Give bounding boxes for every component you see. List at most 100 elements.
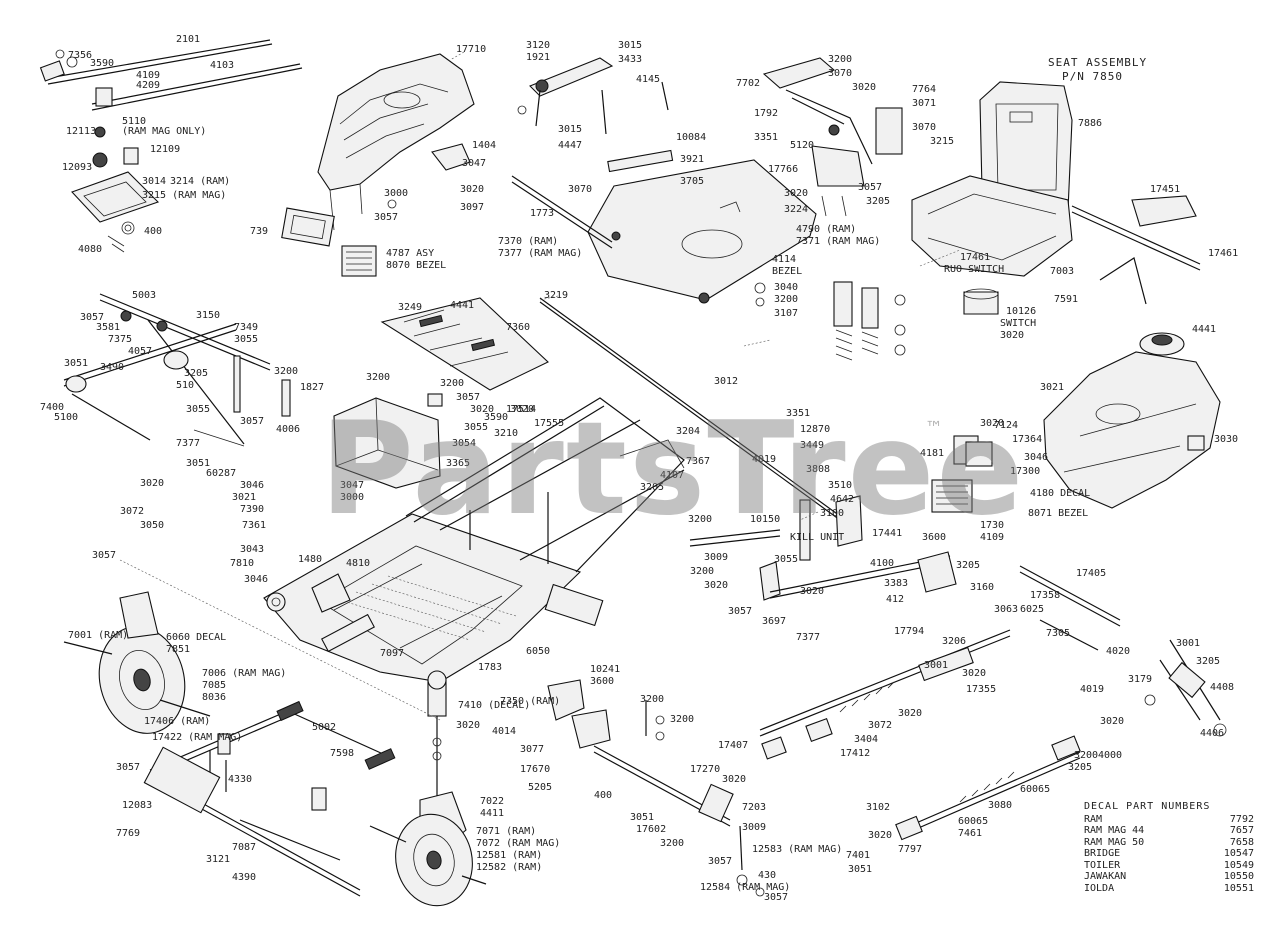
callout-label: 7764 [912, 84, 936, 95]
callout-label: 5002 [312, 722, 336, 733]
callout-label: 17710 [456, 44, 486, 55]
callout-label: 412 [886, 594, 904, 605]
callout-label: 3020 [784, 188, 808, 199]
callout-label: 3433 [618, 54, 642, 65]
callout-label: 17441 [872, 528, 902, 539]
callout-label: 60065 [958, 816, 988, 827]
callout-label: 17422 (RAM MAG) [152, 732, 242, 743]
callout-label: 3057 [92, 550, 116, 561]
callout-label: 6050 [526, 646, 550, 657]
callout-label: 17794 [894, 626, 924, 637]
callout-label: 4006 [276, 424, 300, 435]
callout-label: 7124 [994, 420, 1018, 431]
callout-label: 7001 (RAM) [68, 630, 128, 641]
callout-label: 4014 [492, 726, 516, 737]
callout-label: 7305 [1046, 628, 1070, 639]
callout-label: 7371 (RAM MAG) [796, 236, 880, 247]
callout-label: 7097 [380, 648, 404, 659]
callout-label: 3057 [80, 312, 104, 323]
callout-label: 3020 [704, 580, 728, 591]
callout-label: 12583 (RAM MAG) [752, 844, 842, 855]
steering-linkage [119, 559, 441, 897]
callout-label: 3040 [774, 282, 798, 293]
callout-label: 3046 [244, 574, 268, 585]
callout-label: 4100 [870, 558, 894, 569]
callout-label: (RAM MAG ONLY) [122, 126, 206, 137]
callout-label: 3205 [184, 368, 208, 379]
callout-label: 3020 [722, 774, 746, 785]
pump-control-rods [759, 629, 1081, 841]
callout-label: 7360 [506, 322, 530, 333]
callout-label: 4441 [1192, 324, 1216, 335]
callout-label: 400 [594, 790, 612, 801]
callout-label: RUO SWITCH [944, 264, 1004, 275]
decal-part: 7792 [1229, 813, 1254, 825]
callout-label: 7006 (RAM MAG) [202, 668, 286, 679]
callout-label: 3057 [456, 392, 480, 403]
callout-label: 5205 [528, 782, 552, 793]
callout-label: 8071 BEZEL [1028, 508, 1088, 519]
callout-label: 3080 [988, 800, 1012, 811]
decal-table-row: RAM 7792 [1084, 814, 1254, 826]
callout-label: 7356 [68, 50, 92, 61]
callout-label: 3020 [898, 708, 922, 719]
callout-label: 510 [176, 380, 194, 391]
callout-label: 17670 [520, 764, 550, 775]
callout-label: 3055 [464, 422, 488, 433]
seat [911, 81, 1201, 315]
callout-label: 10084 [676, 132, 706, 143]
callout-label: 3030 [1214, 434, 1238, 445]
callout-label: 4080 [78, 244, 102, 255]
callout-label: 12582 (RAM) [476, 862, 542, 873]
front-wheel [369, 813, 487, 907]
callout-label: 3057 [240, 416, 264, 427]
callout-label: 17555 [534, 418, 564, 429]
callout-label: 3204 [676, 426, 700, 437]
callout-label: 3205 [1196, 656, 1220, 667]
callout-label: 3697 [762, 616, 786, 627]
callout-label: 60065 [1020, 784, 1050, 795]
callout-label: 7203 [742, 802, 766, 813]
callout-label: 3200 [670, 714, 694, 725]
callout-label: 7375 [108, 334, 132, 345]
callout-label: 3063 [994, 604, 1018, 615]
callout-label: 3249 [398, 302, 422, 313]
callout-label: 3057 [116, 762, 140, 773]
decal-part: 10550 [1223, 871, 1254, 882]
callout-label: 3150 [196, 310, 220, 321]
right-control-arm [1019, 565, 1227, 737]
floor-plate [511, 149, 817, 307]
callout-label: 4330 [228, 774, 252, 785]
rear-wheel-left [63, 591, 211, 734]
callout-label: 3600 [590, 676, 614, 687]
callout-label: 10150 [750, 514, 780, 525]
callout-label: 3014 [142, 176, 166, 187]
callout-label: 5110 [122, 116, 146, 127]
callout-label: 3072 [120, 506, 144, 517]
callout-label: 3383 [884, 578, 908, 589]
callout-label: 6060 DECAL [166, 632, 226, 643]
callout-label: 7072 (RAM MAG) [476, 838, 560, 849]
callout-label: 3020 [962, 668, 986, 679]
callout-label: 3121 [206, 854, 230, 865]
callout-label: 3051 [848, 864, 872, 875]
callout-label: 3224 [784, 204, 808, 215]
decal-table-title: DECAL PART NUMBERS [1084, 801, 1211, 812]
callout-label: 4057 [128, 346, 152, 357]
callout-label: 3590 [484, 412, 508, 423]
callout-label: 3510 [828, 480, 852, 491]
callout-label: 3160 [970, 582, 994, 593]
callout-label: 1730 [980, 520, 1004, 531]
callout-label: 3047 [340, 480, 364, 491]
decal-name: RAM [1084, 813, 1103, 825]
decal-part: 7657 [1229, 825, 1254, 836]
decal-part: 10549 [1223, 859, 1254, 871]
callout-label: 12113 [66, 126, 96, 137]
callout-label: 3200 [688, 514, 712, 525]
callout-label: 400 [144, 226, 162, 237]
seat-assembly-part: P/N 7850 [1062, 70, 1123, 83]
